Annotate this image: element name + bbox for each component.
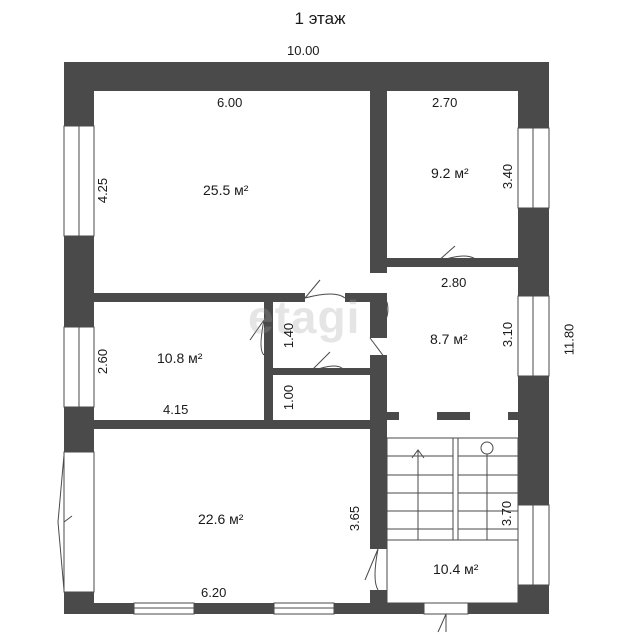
- wall-stair-left: [370, 429, 387, 549]
- door-closet: [369, 301, 389, 359]
- top-right-room-width: 2.70: [432, 95, 458, 110]
- wall-right-rooms-divider: [387, 258, 518, 267]
- overall-width-label: 10.00: [287, 43, 320, 58]
- stair-room-height: 3.70: [499, 500, 515, 527]
- hall-room-width: 2.80: [441, 275, 467, 290]
- top-right-room-height: 3.40: [500, 163, 516, 190]
- door-bottom-opening: [423, 602, 469, 615]
- left-room-area: 10.8 м²: [157, 350, 203, 366]
- left-room-height: 2.60: [95, 348, 111, 375]
- door-left-closet: [249, 319, 265, 356]
- door-closet-lower: [309, 351, 346, 373]
- living-room-width: 6.20: [201, 585, 227, 600]
- overall-height-label: 11.80: [561, 323, 577, 356]
- door-right-rooms: [436, 245, 479, 263]
- watermark-logo: etagi: [248, 291, 361, 343]
- wall-stair-left-b: [370, 590, 387, 603]
- hall-room-height: 3.10: [500, 321, 516, 348]
- wall-hall-bottom-b: [437, 412, 470, 420]
- wall-closet-right: [370, 302, 387, 338]
- wall-living-top: [94, 420, 387, 429]
- staircase: [386, 437, 519, 604]
- floor-title: 1 этаж: [294, 9, 346, 28]
- stair-landing: [386, 539, 519, 604]
- wall-vertical-center-upper: [370, 91, 387, 273]
- closet-upper-height: 1.40: [281, 322, 297, 349]
- living-room-area: 22.6 м²: [198, 511, 244, 527]
- door-living-left: [57, 454, 73, 591]
- top-right-room-area: 9.2 м²: [431, 165, 469, 181]
- big-room-height: 4.25: [95, 177, 111, 204]
- door-entry: [437, 613, 447, 633]
- outer-wall-top: [64, 62, 549, 91]
- wall-closet-left: [264, 302, 273, 420]
- window-left-3: [63, 451, 95, 593]
- stair-room-area: 10.4 м²: [432, 561, 480, 577]
- living-room-height: 3.65: [347, 505, 363, 532]
- doors: [57, 245, 479, 633]
- wall-closet-divider: [273, 368, 370, 375]
- stair-start-marker: [480, 441, 494, 455]
- big-room-area: 25.5 м²: [203, 182, 249, 198]
- big-room-width: 6.00: [217, 95, 243, 110]
- wall-hall-bottom-c: [508, 412, 518, 420]
- closet-lower-height: 1.00: [281, 384, 297, 411]
- door-big-room: [304, 279, 346, 299]
- wall-closet-right-b: [370, 355, 387, 420]
- door-stair: [364, 548, 379, 591]
- wall-big-room-bottom: [94, 293, 305, 302]
- hall-room-area: 8.7 м²: [430, 331, 468, 347]
- wall-hall-bottom-a: [387, 412, 399, 420]
- left-room-width: 4.15: [163, 402, 189, 417]
- wall-big-room-bottom-b: [345, 293, 387, 302]
